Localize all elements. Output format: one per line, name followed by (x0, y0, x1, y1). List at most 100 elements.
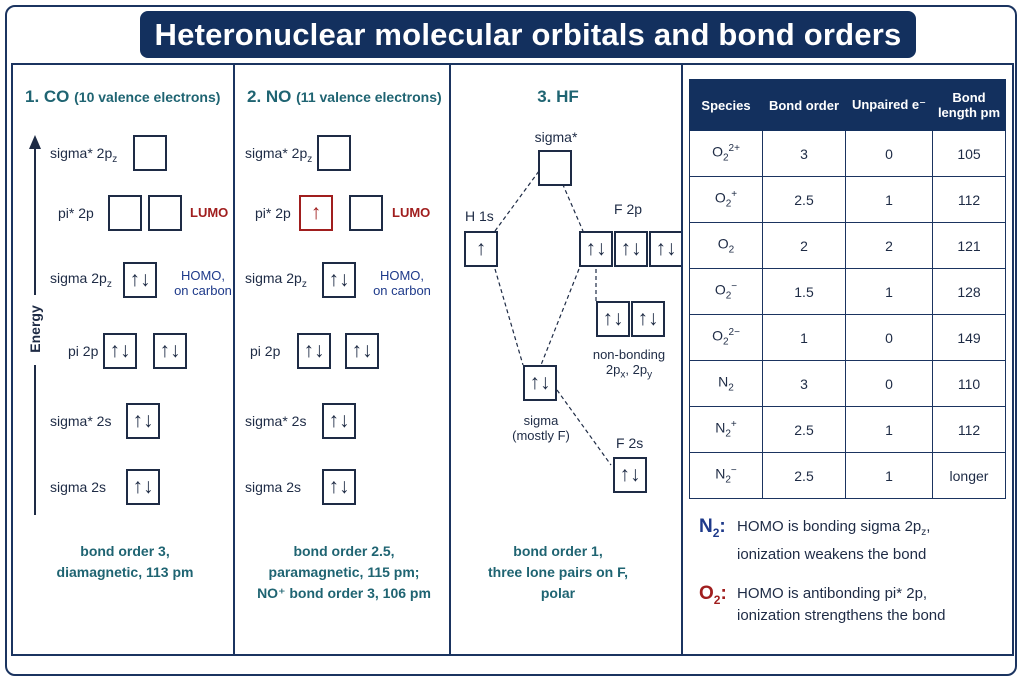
bond-length-cell: 128 (932, 268, 1006, 315)
panel-co: Energy 1. CO (10 valence electrons) sigm… (11, 63, 235, 656)
fact-o2-species: O2: (699, 583, 727, 607)
no-level-pi-2p: pi 2p (250, 343, 281, 359)
unpaired-cell: 1 (845, 268, 933, 315)
hf-summary: bond order 1,three lone pairs on F,polar (487, 543, 629, 601)
no-sigma-star-2p-orbital (317, 135, 351, 171)
bond-order-cell: 2.5 (762, 452, 846, 499)
co-sigma-2p-orbital: ↑↓ (123, 262, 157, 298)
unpaired-cell: 2 (845, 222, 933, 269)
co-level-sigma-2s: sigma 2s (50, 479, 107, 495)
unpaired-cell: 0 (845, 360, 933, 407)
fact-o2-line2: ionization strengthens the bond (737, 607, 946, 624)
fact-n2-species: N2: (699, 516, 726, 540)
unpaired-cell: 0 (845, 314, 933, 361)
bond-length-cell: longer (932, 452, 1006, 499)
no-lumo-label: LUMO (392, 205, 431, 220)
fact-n2-line1: HOMO is bonding sigma 2pz, (737, 518, 931, 538)
no-pi-star-orbital-2 (349, 195, 383, 231)
panel-table (681, 63, 1014, 656)
fact-n2-line2: ionization weakens the bond (737, 546, 927, 563)
co-pi-star-orbital-2 (148, 195, 182, 231)
bond-order-cell: 3 (762, 360, 846, 407)
page-title: Heteronuclear molecular orbitals and bon… (140, 11, 916, 58)
fact-n2: N2: HOMO is bonding sigma 2pz, ionizatio… (699, 516, 999, 566)
species-cell: N2− (689, 452, 763, 499)
co-level-pi-2p: pi 2p (68, 343, 99, 359)
bond-order-cell: 2 (762, 222, 846, 269)
arrow-up-icon (29, 135, 41, 149)
no-level-sigma-star-2s: sigma* 2s (245, 413, 307, 429)
bond-length-cell: 121 (932, 222, 1006, 269)
panel-no: 2. NO (11 valence electrons) sigma* 2pz … (233, 63, 451, 656)
hf-f2p-orbital-3: ↑↓ (649, 231, 683, 267)
unpaired-cell: 1 (845, 176, 933, 223)
col-species: Species (689, 79, 763, 131)
no-title: 2. NO (11 valence electrons) (247, 87, 442, 106)
bond-order-cell: 1 (762, 314, 846, 361)
no-sigma-star-2s-orbital: ↑↓ (322, 403, 356, 439)
species-cell: O22+ (689, 130, 763, 177)
h1s-to-sigma-star-line (494, 170, 540, 232)
bond-order-table: Species Bond order Unpaired e⁻ Bond leng… (689, 79, 1006, 499)
f2s-to-sigma-line (556, 389, 612, 466)
hf-f2p-label: F 2p (614, 201, 643, 217)
no-pi-orbital-2: ↑↓ (345, 333, 379, 369)
hf-f2p-orbital-1: ↑↓ (579, 231, 613, 267)
no-level-sigma-star-2p: sigma* 2pz (245, 145, 313, 165)
no-homo-label: HOMO,on carbon (373, 268, 431, 298)
species-cell: O2+ (689, 176, 763, 223)
co-homo-label: HOMO,on carbon (174, 268, 232, 298)
no-level-sigma-2s: sigma 2s (245, 479, 302, 495)
hf-f2s-label: F 2s (616, 435, 644, 451)
unpaired-cell: 1 (845, 406, 933, 453)
fact-o2: O2: HOMO is antibonding pi* 2p, ionizati… (699, 583, 999, 627)
co-summary: bond order 3,diamagnetic, 113 pm (56, 543, 194, 580)
co-pi-orbital-1: ↑↓ (103, 333, 137, 369)
h1s-to-sigma-line (494, 268, 524, 366)
hf-sigma-orbital: ↑↓ (523, 365, 557, 401)
hf-h1s-orbital: ↑ (464, 231, 498, 267)
species-cell: O2− (689, 268, 763, 315)
hf-h1s-label: H 1s (465, 208, 494, 224)
species-cell: O22− (689, 314, 763, 361)
col-bond-length: Bond length pm (932, 79, 1006, 131)
no-pi-orbital-1: ↑↓ (297, 333, 331, 369)
hf-f2p-orbital-2: ↑↓ (614, 231, 648, 267)
hf-nonbonding-orbital-1: ↑↓ (596, 301, 630, 337)
energy-axis (29, 135, 41, 515)
no-level-sigma-2p: sigma 2pz (245, 270, 307, 290)
no-summary: bond order 2.5,paramagnetic, 115 pm;NO⁺ … (257, 543, 431, 601)
co-pi-star-orbital-1 (108, 195, 142, 231)
hf-f2s-orbital: ↑↓ (613, 457, 647, 493)
species-cell: N2+ (689, 406, 763, 453)
co-level-sigma-star-2p: sigma* 2pz (50, 145, 118, 165)
outer-frame (5, 5, 1017, 676)
bond-length-cell: 149 (932, 314, 1006, 361)
hf-sigma-star-label: sigma* (534, 129, 578, 145)
unpaired-cell: 0 (845, 130, 933, 177)
no-sigma-2p-orbital: ↑↓ (322, 262, 356, 298)
bond-length-cell: 105 (932, 130, 1006, 177)
f2p-to-sigma-line (540, 268, 580, 366)
co-pi-orbital-2: ↑↓ (153, 333, 187, 369)
species-cell: O2 (689, 222, 763, 269)
no-level-pi-star-2p: pi* 2p (255, 205, 291, 221)
no-pi-star-orbital-1: ↑ (299, 195, 333, 231)
hf-title: 3. HF (537, 87, 579, 106)
unpaired-cell: 1 (845, 452, 933, 499)
bond-length-cell: 112 (932, 406, 1006, 453)
table-header-row: Species Bond order Unpaired e⁻ Bond leng… (689, 79, 1006, 131)
bond-order-cell: 2.5 (762, 406, 846, 453)
co-sigma-star-2p-orbital (133, 135, 167, 171)
bond-length-cell: 112 (932, 176, 1006, 223)
bond-order-cell: 2.5 (762, 176, 846, 223)
